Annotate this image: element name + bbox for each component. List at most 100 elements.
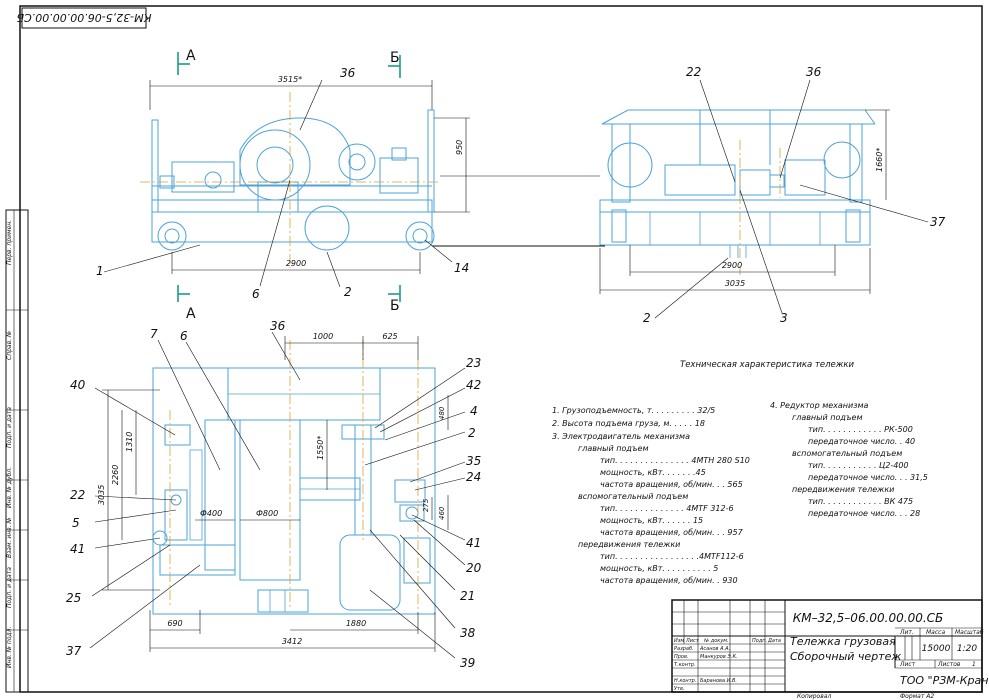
- callout-plan-42: 42: [466, 378, 481, 392]
- callout-plan-23: 23: [466, 356, 481, 370]
- tb-col-izm: Изм: [674, 638, 684, 644]
- dim-plan-1000: 1000: [313, 332, 333, 341]
- callout-front-6: 6: [252, 287, 260, 301]
- callout-side-37: 37: [930, 215, 946, 229]
- dim-plan-275: 275: [422, 498, 430, 512]
- tb-sheets-label: Листов: [937, 661, 961, 668]
- dim-plan-1550: 1550*: [316, 436, 325, 460]
- tb-role-4: Н.контр.: [674, 678, 696, 684]
- stamp-label-7: Инв. № подл.: [6, 627, 13, 668]
- spec-heading: Техническая характеристика тележки: [680, 360, 855, 370]
- tb-sheets: 1: [972, 661, 976, 668]
- spec-right-1: главный подъем: [792, 413, 863, 422]
- spec-right-8: тип. . . . . . . . . . . . ВК 475: [808, 497, 913, 506]
- tb-scale: 1:20: [957, 644, 977, 654]
- dim-plan-460: 460: [438, 506, 446, 520]
- spec-right-9: передаточное число. . . 28: [808, 509, 920, 518]
- dim-plan-d400: Ф400: [200, 509, 222, 518]
- dim-plan-1880: 1880: [346, 619, 366, 628]
- stamp-label-5: Взам. инв. №: [6, 517, 13, 558]
- footer-copy: Копировал: [797, 693, 831, 700]
- side-stamp: Перв. примен. Справ. № Подп. и дата Инв.…: [5, 209, 29, 693]
- callout-plan-20: 20: [466, 561, 482, 575]
- stamp-label-3: Подп. и дата: [6, 407, 13, 448]
- footer-format: Формат А2: [900, 693, 934, 700]
- spec-left-9: мощность, кВт. . . . . . 15: [600, 516, 703, 525]
- callout-front-1: 1: [96, 264, 104, 278]
- dim-top-width: 3515*: [278, 75, 302, 84]
- dim-plan-2260: 2260: [111, 465, 120, 485]
- dim-side-width: 3035: [725, 279, 745, 288]
- tb-name-line2: Сборочный чертеж: [790, 650, 901, 663]
- spec-right-2: тип. . . . . . . . . . . . РК-500: [808, 425, 913, 434]
- callout-plan-24: 24: [466, 470, 481, 484]
- spec-right-5: тип. . . . . . . . . . . Ц2-400: [808, 461, 909, 470]
- dim-plan-690: 690: [167, 619, 182, 628]
- dim-plan-480: 480: [438, 406, 446, 420]
- dim-front-height: 950: [455, 140, 464, 155]
- spec-left-0: 1. Грузоподъемность, т. . . . . . . . . …: [552, 406, 715, 415]
- dim-plan-3412: 3412: [282, 637, 302, 646]
- spec-left-4: тип. . . . . . . . . . . . . . . 4MTH 28…: [600, 456, 750, 465]
- tb-name-line1: Тележка грузовая: [790, 635, 896, 648]
- top-code-box: КМ-32,5-06.00.00.00.СБ: [17, 7, 151, 29]
- spec-left-1: 2. Высота подъема груза, м. . . . . 18: [552, 419, 705, 428]
- callout-plan-36: 36: [270, 319, 286, 333]
- spec-right-0: 4. Редуктор механизма: [770, 401, 869, 410]
- callout-plan-35: 35: [466, 454, 481, 468]
- callout-plan-39: 39: [460, 656, 475, 670]
- stamp-label-1: Перв. примен.: [6, 220, 13, 265]
- section-b-bottom: Б: [390, 298, 400, 314]
- spec-left-5: мощность, кВт. . . . . . .45: [600, 468, 706, 477]
- front-view: А А Б Б 3515*: [96, 48, 605, 322]
- spec-right-6: передаточное число. . . 31,5: [808, 473, 928, 482]
- section-b-top: Б: [390, 50, 400, 66]
- tb-col-list: Лист: [685, 638, 700, 644]
- spec-left-3: главный подъем: [578, 444, 649, 453]
- dim-plan-d800: Ф800: [256, 509, 278, 518]
- callout-front-14: 14: [454, 261, 469, 275]
- callout-plan-41-left: 41: [70, 542, 85, 556]
- spec-left-2: 3. Электродвигатель механизма: [552, 432, 690, 441]
- plan-view: 1000 625 3035 2260 1310 1550* 480 275 46…: [66, 319, 482, 670]
- tb-lit: Лит.: [899, 629, 914, 636]
- tb-name-1: Манкуров Э.К.: [700, 654, 738, 660]
- callout-plan-25: 25: [66, 591, 81, 605]
- callout-side-3: 3: [780, 311, 788, 325]
- dim-plan-625: 625: [382, 332, 397, 341]
- spec-left-10: частота вращения, об/мин. . . 957: [600, 528, 744, 537]
- callout-plan-37: 37: [66, 644, 82, 658]
- tb-role-2: Т.контр.: [674, 662, 696, 668]
- stamp-label-4: Инв. № дубл.: [6, 467, 13, 508]
- tb-company: ТОО "РЗМ-Кран": [900, 674, 989, 687]
- callout-plan-4: 4: [470, 404, 478, 418]
- spec-left-6: частота вращения, об/мин. . . 565: [600, 480, 743, 489]
- spec-right-3: передаточное число. . 40: [808, 437, 915, 446]
- side-view: 2900 3035 1660* 22 36 37 2 3: [599, 65, 946, 325]
- callout-plan-38: 38: [460, 626, 476, 640]
- tb-name-0: Асанов А.А.: [699, 646, 730, 652]
- tb-col-doc: № докум.: [703, 638, 729, 644]
- tb-sheet-label: Лист: [899, 661, 916, 668]
- tb-mass: 15000: [922, 644, 951, 654]
- callout-side-22: 22: [686, 65, 701, 79]
- tb-col-data: Дата: [767, 638, 781, 644]
- spec-left-13: мощность, кВт. . . . . . . . . . 5: [600, 564, 718, 573]
- dim-side-height: 1660*: [875, 148, 884, 172]
- callout-plan-5: 5: [72, 516, 80, 530]
- callout-side-2: 2: [643, 311, 651, 325]
- stamp-label-2: Справ. №: [6, 331, 13, 360]
- section-a-bottom: А: [186, 306, 196, 322]
- section-a-top: А: [186, 48, 196, 64]
- tech-spec: Техническая характеристика тележки 1. Гр…: [552, 360, 928, 585]
- tb-code: КМ–32,5–06.00.00.00.СБ: [793, 611, 944, 625]
- tb-mass-label: Масса: [926, 629, 945, 636]
- callout-plan-7: 7: [150, 327, 158, 341]
- callout-plan-2: 2: [468, 426, 476, 440]
- tb-role-1: Пров.: [674, 654, 689, 660]
- title-block: Изм Лист № докум. Подп. Дата Разраб. Аса…: [671, 599, 989, 693]
- spec-left-14: частота вращения, об/мин. . 930: [600, 576, 738, 585]
- callout-plan-22: 22: [70, 488, 85, 502]
- callout-front-36: 36: [340, 66, 356, 80]
- spec-right-7: передвижения тележки: [792, 485, 894, 494]
